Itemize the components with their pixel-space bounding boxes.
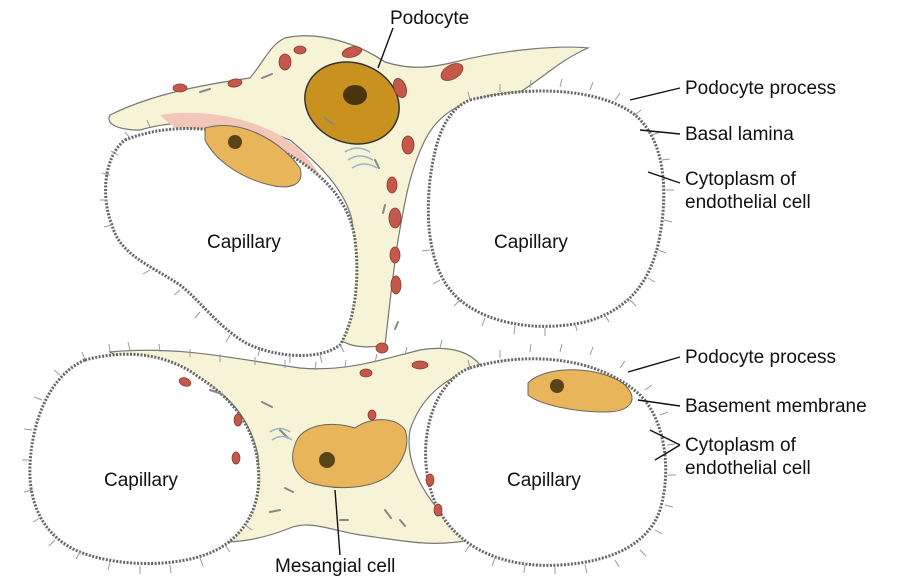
label-capillary-bottom-right: Capillary — [507, 470, 581, 491]
label-capillary-top-left: Capillary — [207, 232, 281, 253]
label-cytoplasm-bottom-line1: Cytoplasm of — [685, 435, 797, 456]
label-cytoplasm-top-line2: endothelial cell — [685, 192, 811, 213]
label-basement-membrane: Basement membrane — [685, 396, 867, 417]
label-podocyte: Podocyte — [390, 8, 469, 29]
label-podocyte-process-bottom: Podocyte process — [685, 347, 836, 368]
label-cytoplasm-top-line1: Cytoplasm of — [685, 169, 797, 190]
capillary-top-right — [428, 91, 663, 326]
label-podocyte-process-top: Podocyte process — [685, 78, 836, 99]
label-cytoplasm-bottom-line2: endothelial cell — [685, 458, 811, 479]
label-mesangial-cell: Mesangial cell — [275, 556, 395, 577]
label-capillary-top-right: Capillary — [494, 232, 568, 253]
label-capillary-bottom-left: Capillary — [104, 470, 178, 491]
label-basal-lamina: Basal lamina — [685, 124, 794, 145]
